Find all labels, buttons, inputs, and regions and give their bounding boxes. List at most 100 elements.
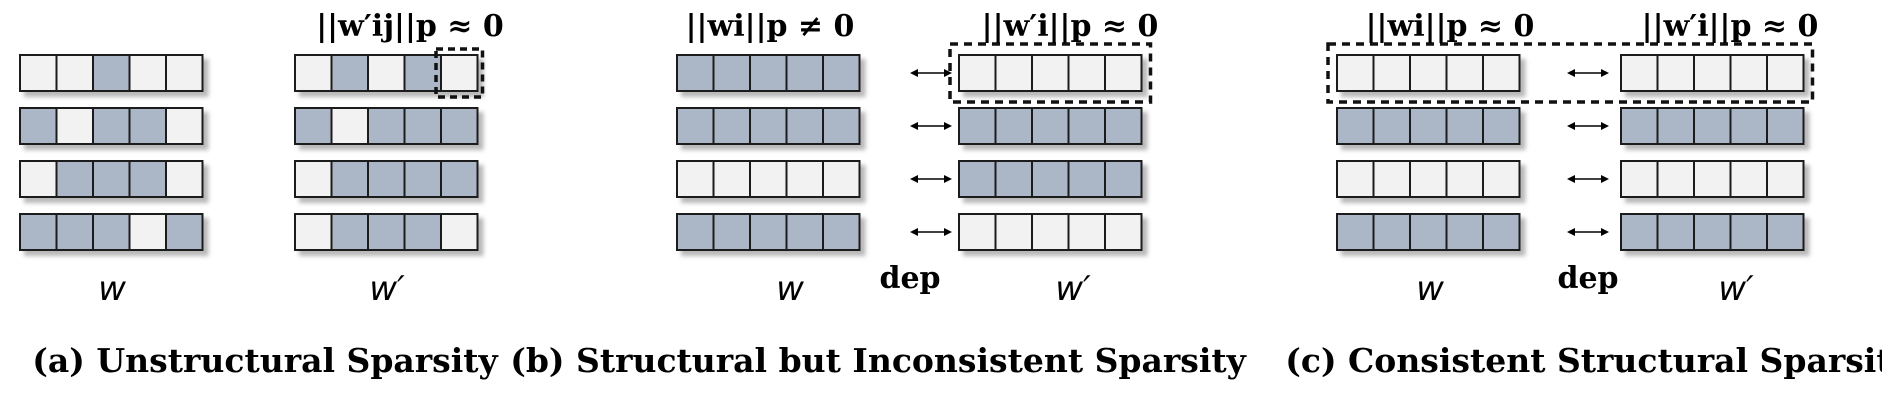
right-matrix-c-cell	[1656, 213, 1695, 251]
left-matrix-b-cell	[785, 213, 824, 251]
left-matrix-a-cell	[128, 107, 167, 145]
right-matrix-a-cell	[367, 54, 406, 92]
right-matrix-c-cell	[1729, 160, 1768, 198]
left-matrix-b-cell	[676, 107, 715, 145]
left-matrix-a-cell	[165, 160, 204, 198]
left-matrix-c-cell	[1445, 54, 1484, 92]
right-matrix-label-c: w′	[1718, 269, 1754, 309]
right-norm-label-c: ||w′i||p ≈ 0	[1642, 9, 1819, 44]
left-matrix-c-row-2	[1336, 107, 1521, 145]
right-matrix-b-cell	[1104, 160, 1143, 198]
left-matrix-c-cell	[1482, 160, 1521, 198]
left-matrix-b-cell	[785, 107, 824, 145]
right-matrix-c-cell	[1766, 213, 1805, 251]
left-matrix-a-cell	[92, 213, 131, 251]
right-matrix-b-cell	[958, 160, 997, 198]
right-matrix-c-cell	[1620, 213, 1659, 251]
left-matrix-label-b: w	[776, 269, 804, 309]
left-matrix-a-cell	[19, 160, 58, 198]
right-matrix-c-cell	[1693, 54, 1732, 92]
left-matrix-b-cell	[822, 107, 861, 145]
right-matrix-b-cell	[1104, 107, 1143, 145]
left-matrix-a-cell	[165, 54, 204, 92]
right-matrix-label-a: w′	[369, 269, 405, 309]
left-matrix-b-cell	[749, 54, 788, 92]
left-matrix-b-cell	[712, 54, 751, 92]
dependency-arrow-c	[1567, 175, 1609, 183]
right-matrix-c-row-4	[1620, 213, 1805, 251]
right-matrix-a-cell	[403, 160, 442, 198]
right-matrix-c-cell	[1620, 54, 1659, 92]
left-matrix-b-cell	[822, 213, 861, 251]
left-matrix-b-row-2	[676, 107, 861, 145]
left-norm-label-b: ||wi||p ≠ 0	[686, 9, 855, 44]
left-matrix-c-cell	[1336, 54, 1375, 92]
dep-label-b: dep	[879, 261, 940, 296]
left-matrix-c-cell	[1409, 160, 1448, 198]
right-matrix-c-row-1	[1620, 54, 1805, 92]
right-matrix-a-cell	[403, 213, 442, 251]
right-matrix-b-cell	[958, 54, 997, 92]
dependency-arrow-b	[910, 228, 952, 236]
right-matrix-c-cell	[1729, 54, 1768, 92]
right-matrix-b-row-4	[958, 213, 1143, 251]
right-matrix-c-cell	[1656, 160, 1695, 198]
left-matrix-a-cell	[55, 54, 94, 92]
right-matrix-a-cell	[330, 160, 369, 198]
left-matrix-b-cell	[822, 54, 861, 92]
left-matrix-a-cell	[55, 107, 94, 145]
right-matrix-b-cell	[994, 107, 1033, 145]
right-matrix-c-cell	[1656, 107, 1695, 145]
left-matrix-b-cell	[785, 54, 824, 92]
left-matrix-c-cell	[1336, 160, 1375, 198]
right-norm-label-b: ||w′i||p ≈ 0	[982, 9, 1159, 44]
right-matrix-b-cell	[1031, 107, 1070, 145]
left-matrix-b-row-1	[676, 54, 861, 92]
right-norm-label-a: ||w′ij||p ≈ 0	[316, 9, 504, 44]
right-matrix-a-row-4	[294, 213, 479, 251]
right-matrix-b-cell	[1067, 107, 1106, 145]
right-matrix-a-cell	[367, 107, 406, 145]
left-matrix-b-cell	[676, 213, 715, 251]
right-matrix-b-cell	[994, 54, 1033, 92]
left-matrix-c-row-1	[1336, 54, 1521, 92]
left-matrix-a-cell	[92, 160, 131, 198]
left-matrix-a-cell	[165, 107, 204, 145]
left-matrix-a-row-4	[19, 213, 204, 251]
right-matrix-b-row-2	[958, 107, 1143, 145]
right-matrix-b-cell	[1104, 213, 1143, 251]
left-matrix-b-cell	[712, 160, 751, 198]
right-matrix-a-cell	[367, 213, 406, 251]
right-matrix-b-cell	[1067, 160, 1106, 198]
right-matrix-c-row-3	[1620, 160, 1805, 198]
right-matrix-b-cell	[1067, 54, 1106, 92]
left-matrix-c-cell	[1372, 213, 1411, 251]
right-matrix-a-cell	[330, 107, 369, 145]
left-matrix-c-cell	[1482, 107, 1521, 145]
left-matrix-c-cell	[1409, 213, 1448, 251]
right-matrix-b-cell	[994, 160, 1033, 198]
left-matrix-c-cell	[1482, 213, 1521, 251]
left-matrix-c-cell	[1372, 54, 1411, 92]
dep-label-c: dep	[1557, 261, 1618, 296]
left-matrix-c-row-4	[1336, 213, 1521, 251]
right-matrix-c-cell	[1693, 107, 1732, 145]
left-norm-label-c: ||wi||p ≈ 0	[1366, 9, 1535, 44]
right-matrix-a-row-2	[294, 107, 479, 145]
left-matrix-a-cell	[55, 213, 94, 251]
caption-b: (b) Structural but Inconsistent Sparsity	[510, 341, 1246, 380]
pruned-row-highlight	[948, 42, 1153, 104]
right-matrix-a-cell	[330, 54, 369, 92]
right-matrix-label-b: w′	[1055, 269, 1091, 309]
right-matrix-b-row-3	[958, 160, 1143, 198]
left-matrix-b-row-4	[676, 213, 861, 251]
right-matrix-c-cell	[1693, 160, 1732, 198]
right-matrix-a-cell	[403, 107, 442, 145]
left-matrix-c-cell	[1482, 54, 1521, 92]
right-matrix-c-cell	[1693, 213, 1732, 251]
left-matrix-a-cell	[128, 213, 167, 251]
right-matrix-b-cell	[1031, 213, 1070, 251]
left-matrix-c-cell	[1336, 213, 1375, 251]
